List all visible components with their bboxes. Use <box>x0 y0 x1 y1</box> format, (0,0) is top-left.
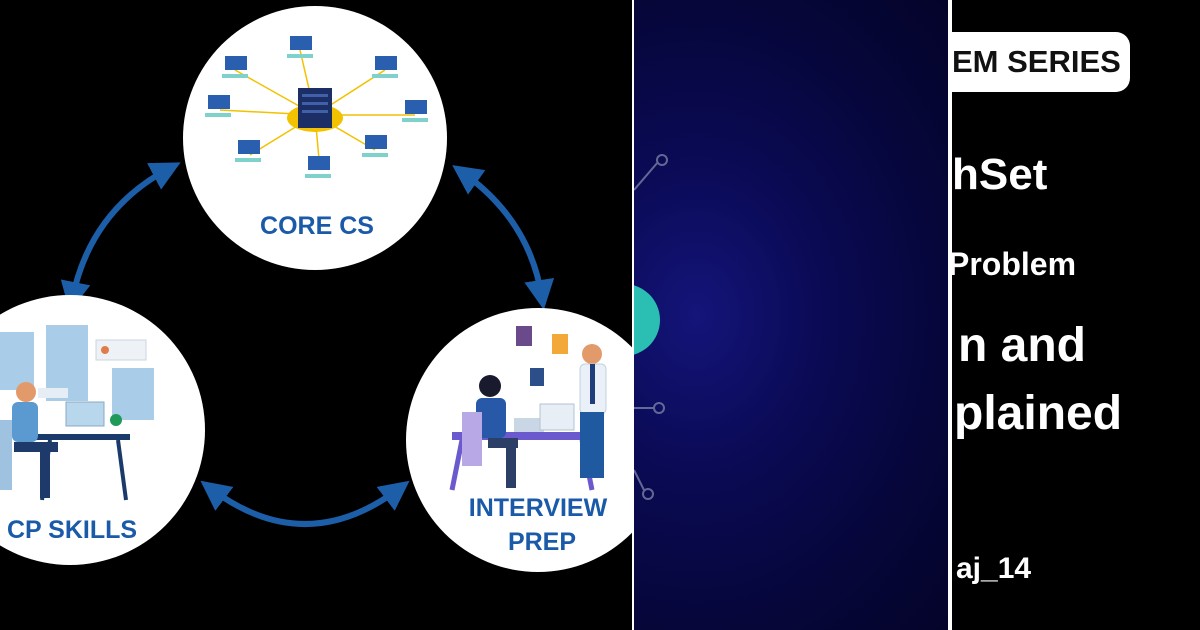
panel-divider-left <box>632 0 634 630</box>
title-panel: EM SERIES hSet Problem n and plained aj_… <box>952 0 1200 630</box>
diagram-panel: CORE CS CP SK <box>0 6 632 572</box>
node-label-cp-skills: CP SKILLS <box>7 516 137 544</box>
developer-desk-icon <box>0 325 154 501</box>
title-line-4: plained <box>954 387 1123 440</box>
circuit-decoration <box>634 154 668 500</box>
title-line-2: Problem <box>952 246 1077 282</box>
cycle-diagram: CORE CS CP SK <box>0 6 632 572</box>
node-label-interview: INTERVIEW <box>469 494 608 522</box>
title-line-3: n and <box>958 319 1086 372</box>
node-label-core-cs: CORE CS <box>260 212 374 240</box>
arrow-cp-interview <box>200 480 410 527</box>
circuit-panel <box>634 0 948 630</box>
node-cp-skills: CP SKILLS <box>0 295 205 565</box>
arrow-core-interview <box>452 165 555 310</box>
interview-meeting-icon <box>449 326 607 491</box>
panel-divider-right <box>948 0 952 630</box>
teal-accent-circle <box>634 285 660 355</box>
node-interview-prep: INTERVIEW PREP <box>406 308 632 572</box>
node-label-prep: PREP <box>508 528 576 556</box>
series-badge: EM SERIES <box>952 32 1130 92</box>
author-handle: aj_14 <box>956 552 1032 585</box>
network-server-icon <box>205 36 428 178</box>
arrow-core-cp <box>60 162 181 312</box>
title-line-1: hSet <box>952 150 1048 199</box>
node-core-cs: CORE CS <box>183 6 447 270</box>
